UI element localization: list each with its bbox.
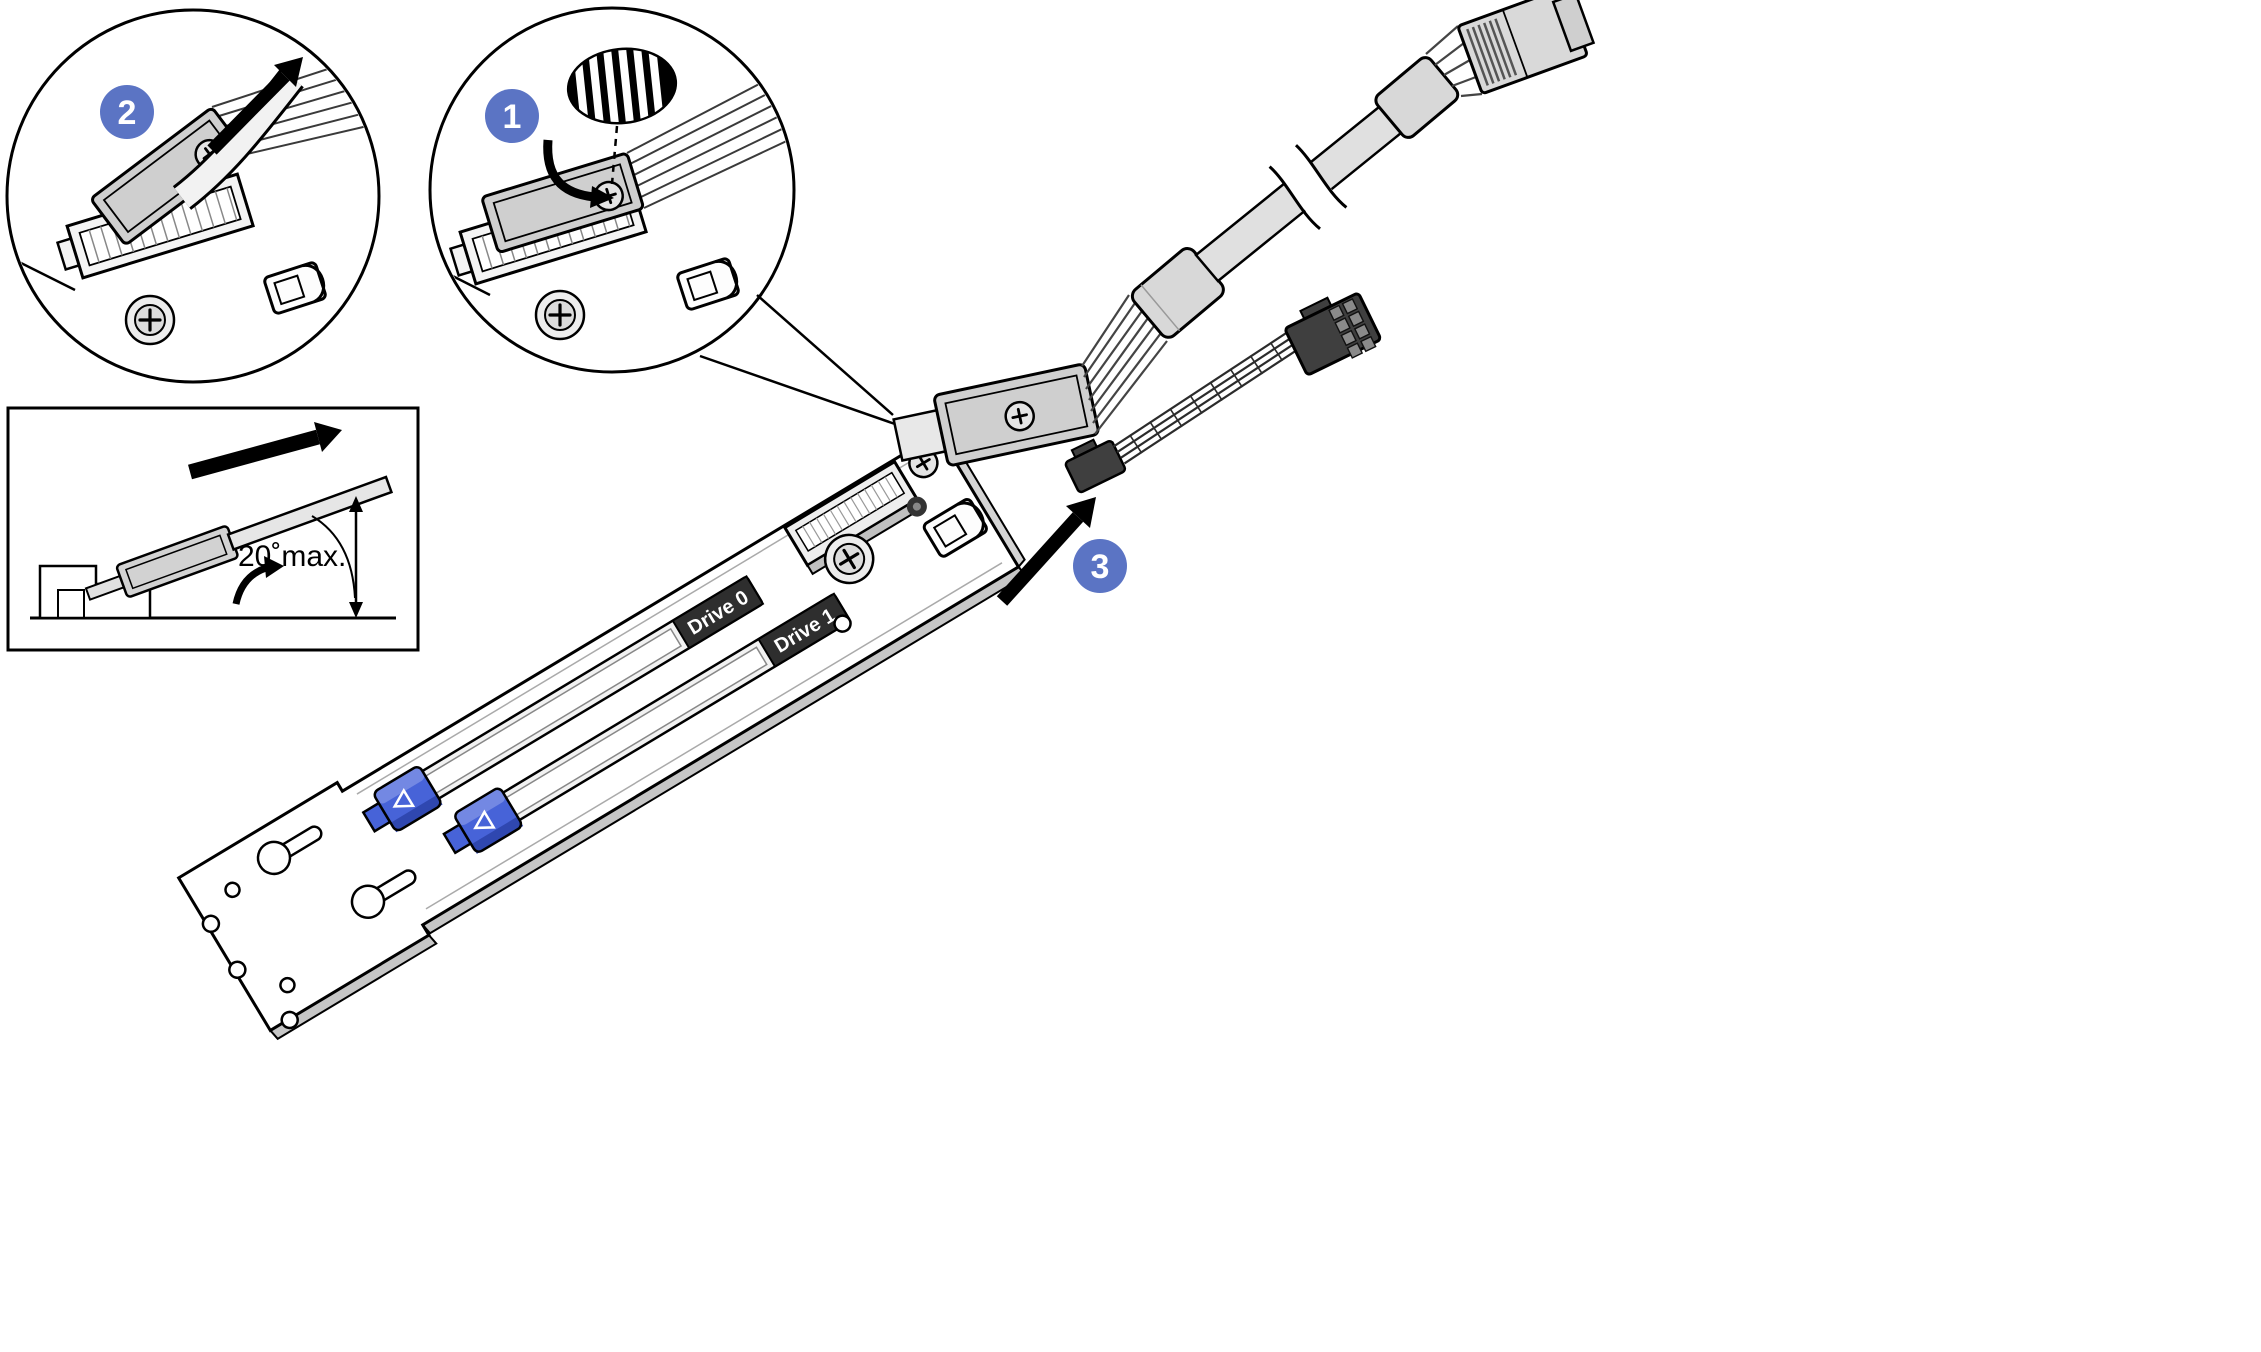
step-badge-1: 1 [485,89,539,143]
cable-break-gap [1269,145,1347,229]
signal-cable-connector [892,363,1100,467]
signal-ribbon [1425,25,1483,98]
callout-step2 [5,8,381,384]
disconnect-arrow-icon [996,497,1096,606]
edge-notch [228,960,247,979]
m2-backplane: Drive 0 Drive 1 [176,430,1028,1041]
step-badge-2: 2 [100,85,154,139]
power-cable-plug [1064,438,1127,494]
power-cable [1112,326,1307,465]
power-cable-hatching [1129,341,1284,454]
angle-measure-icon [311,496,363,618]
power-cable-connector-8pin [1284,292,1382,376]
lift-arrow-icon [207,57,303,155]
cable-at-angle [84,475,394,601]
cable-sleeve [1374,56,1460,139]
cable-break-icon [1268,144,1348,230]
mount-hole [224,881,241,899]
angle-arc [311,515,356,599]
mount-hole [279,976,296,994]
guide-hole-center [912,502,921,511]
m2-socket-board [782,459,924,576]
drive1-label-plate [757,592,852,668]
pin-grid [1328,297,1377,359]
signal-ribbon [1081,294,1168,435]
drive0-label-plate [671,574,765,650]
socket-slot [57,589,85,619]
pull-strap [174,70,302,208]
angle-inset: 20˚max. [6,406,420,652]
rotation-arrow-icon [232,556,284,605]
screw-guide-dashes [610,125,619,185]
callout-step1 [428,6,896,426]
edge-notch [280,1010,299,1030]
keyhole-slot-2 [350,869,417,919]
drive1-bar: Drive 1 [466,592,852,842]
standoff-screw [124,294,176,346]
insertion-arrow-icon [188,422,342,480]
board-hole [833,614,852,633]
step-number: 3 [1091,548,1110,586]
standoff-screw [534,289,586,341]
step-number: 2 [118,94,137,132]
step-number: 1 [503,98,522,136]
signal-cable-plug [1457,0,1596,95]
edge-notch [201,914,221,934]
angle-label: 20˚max. [238,540,346,573]
step-badge-3: 3 [1073,539,1127,593]
screwdriver-icon [566,43,678,129]
keyhole-slot-1 [256,825,323,876]
turn-arrow-icon [543,139,614,208]
callout-pointer-lines [699,294,896,426]
